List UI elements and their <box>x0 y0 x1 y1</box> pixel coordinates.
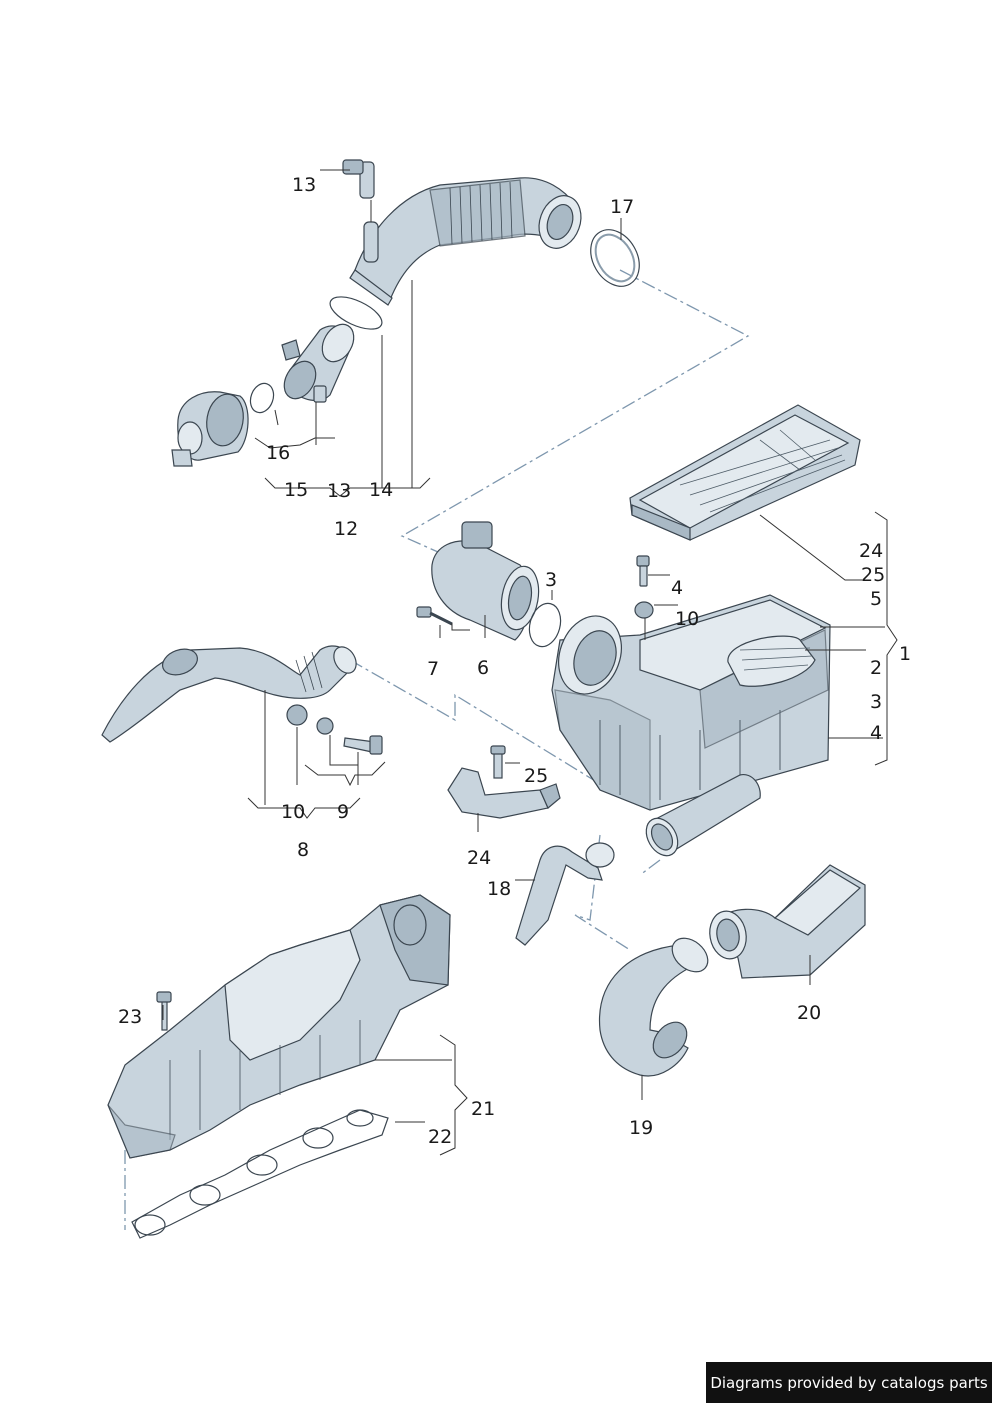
callout-9: 9 <box>337 801 349 823</box>
callout-13-bottom: 13 <box>327 480 351 502</box>
intake-duct <box>101 645 357 743</box>
screw-7 <box>416 606 453 626</box>
callout-20: 20 <box>797 1002 821 1024</box>
callout-19: 19 <box>629 1117 653 1139</box>
callout-10-center: 10 <box>675 608 699 630</box>
maf-sensor <box>431 521 540 641</box>
elbow-hose-19 <box>598 937 709 1077</box>
callout-15: 15 <box>284 479 308 501</box>
callout-17: 17 <box>610 196 634 218</box>
callout-21: 21 <box>471 1098 495 1120</box>
intake-hose <box>349 177 582 306</box>
oring-16 <box>249 382 275 414</box>
callout-24-top: 24 <box>859 540 883 562</box>
leader-lines <box>162 169 898 1156</box>
callout-25-center: 25 <box>524 765 548 787</box>
callout-13-top: 13 <box>292 174 316 196</box>
attribution-banner: Diagrams provided by catalogs parts <box>706 1362 992 1403</box>
bolt-4 <box>636 555 650 587</box>
clamp-14 <box>329 296 383 330</box>
callout-16: 16 <box>266 442 290 464</box>
grommet-10b <box>286 704 383 755</box>
callout-labels: 13 17 16 15 13 14 12 24 25 5 1 2 3 4 3 4… <box>118 174 911 1148</box>
callout-14: 14 <box>369 479 393 501</box>
grommet-10 <box>634 601 654 619</box>
duct-20 <box>709 864 866 979</box>
connector-pipe <box>281 323 355 403</box>
callout-3-center: 3 <box>545 569 557 591</box>
callout-5: 5 <box>870 588 882 610</box>
intake-manifold <box>107 894 451 1159</box>
callout-10-left: 10 <box>281 801 305 823</box>
hose-18 <box>515 842 615 946</box>
clamp-17 <box>590 229 640 287</box>
callout-24-center: 24 <box>467 847 491 869</box>
turbo-flange <box>171 391 249 467</box>
gasket-22 <box>131 1109 389 1239</box>
bracket-24 <box>447 745 561 819</box>
callout-12: 12 <box>334 518 358 540</box>
sensor-13 <box>342 159 379 263</box>
callout-18: 18 <box>487 878 511 900</box>
callout-4-center: 4 <box>671 577 683 599</box>
callout-6: 6 <box>477 657 489 679</box>
filter-lid <box>629 404 861 541</box>
air-filter-housing <box>551 594 831 811</box>
attribution-text: Diagrams provided by catalogs parts <box>710 1373 988 1392</box>
callout-22: 22 <box>428 1126 452 1148</box>
callout-8: 8 <box>297 839 309 861</box>
callout-2: 2 <box>870 657 882 679</box>
outlet-pipe <box>645 773 761 857</box>
callout-3-right: 3 <box>870 691 882 713</box>
callout-1: 1 <box>899 643 911 665</box>
callout-25-top: 25 <box>861 564 885 586</box>
callout-7: 7 <box>427 658 439 680</box>
oring-3 <box>528 602 562 648</box>
assembly-lines <box>124 269 750 1230</box>
callout-23: 23 <box>118 1006 142 1028</box>
callout-4-right: 4 <box>870 722 882 744</box>
